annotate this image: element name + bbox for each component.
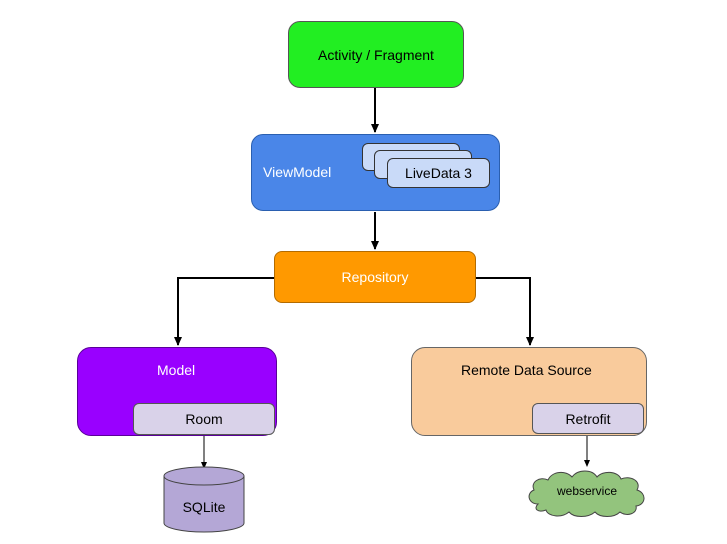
sqlite-label: SQLite <box>182 499 226 515</box>
activity-fragment-label: Activity / Fragment <box>318 46 434 63</box>
room-label: Room <box>185 411 223 427</box>
retrofit-chip: Retrofit <box>532 403 644 434</box>
remote-data-source-node: Remote Data Source Retrofit <box>411 347 647 436</box>
cloud-icon <box>528 470 645 517</box>
webservice-node: webservice <box>524 466 650 518</box>
sqlite-node: SQLite <box>163 466 245 534</box>
repository-label: Repository <box>341 269 409 285</box>
arrow-repository-to-remote <box>476 277 534 346</box>
livedata-label: LiveData 3 <box>405 165 472 181</box>
activity-fragment-node: Activity / Fragment <box>288 21 464 88</box>
viewmodel-label: ViewModel <box>263 164 332 180</box>
livedata-chip: LiveData 3 <box>387 158 490 188</box>
sqlite-body <box>163 476 245 533</box>
database-icon <box>163 466 245 533</box>
arrow-repository-to-model <box>174 277 274 346</box>
remote-data-source-label: Remote Data Source <box>461 362 592 378</box>
sqlite-top <box>163 466 245 486</box>
viewmodel-node: ViewModel LiveData 3 <box>251 134 500 211</box>
model-label: Model <box>157 362 196 378</box>
model-node: Model Room <box>77 347 277 436</box>
repository-node: Repository <box>274 251 476 303</box>
room-chip: Room <box>133 403 275 435</box>
webservice-cloud-shape <box>528 470 645 517</box>
retrofit-label: Retrofit <box>565 410 611 427</box>
webservice-label: webservice <box>556 484 618 498</box>
